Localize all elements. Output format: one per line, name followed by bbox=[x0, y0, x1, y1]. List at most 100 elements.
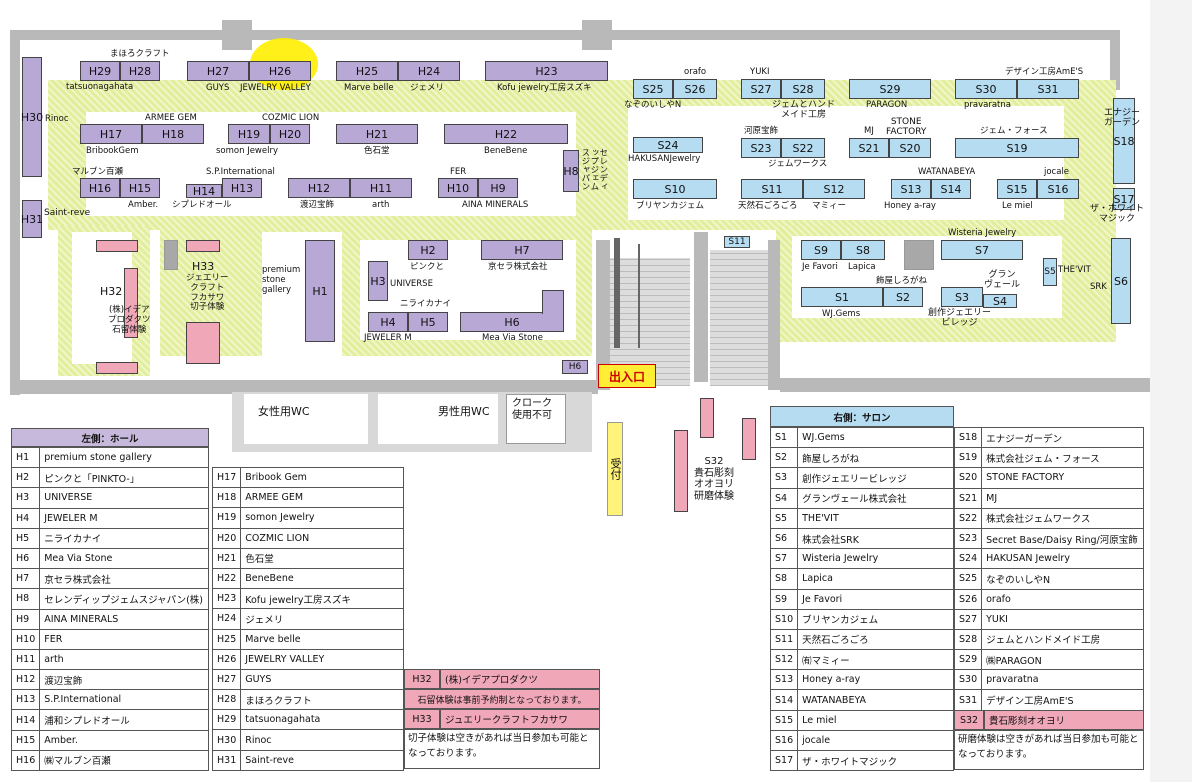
booth-S26[interactable]: S26 bbox=[673, 79, 717, 99]
booth-S32-part[interactable] bbox=[742, 418, 756, 460]
booth-H14[interactable]: H14 bbox=[186, 184, 222, 198]
booth-S11-small[interactable]: S11 bbox=[724, 236, 750, 248]
booth-H6-small[interactable]: H6 bbox=[562, 360, 588, 374]
booth-S9[interactable]: S9 bbox=[801, 240, 841, 260]
booth-H20[interactable]: H20 bbox=[270, 124, 310, 144]
booth-H17[interactable]: H17 bbox=[80, 124, 142, 144]
label-jemeri: ジェメリ bbox=[410, 83, 445, 93]
booth-H12[interactable]: H12 bbox=[288, 178, 350, 198]
booth-H33-part[interactable] bbox=[186, 322, 220, 364]
booth-S6[interactable]: S6 bbox=[1111, 238, 1131, 324]
booth-H21[interactable]: H21 bbox=[336, 124, 418, 144]
booth-S4[interactable]: S4 bbox=[983, 294, 1017, 308]
cloak-room bbox=[506, 394, 566, 444]
booth-H28[interactable]: H28 bbox=[120, 61, 160, 81]
booth-S5[interactable]: S5 bbox=[1043, 258, 1057, 286]
booth-S12[interactable]: S12 bbox=[803, 179, 865, 199]
legend-exhibitor: 株式会社SRK bbox=[797, 527, 954, 550]
booth-S7[interactable]: S7 bbox=[941, 240, 1023, 260]
label-wisteria: Wisteria Jewelry bbox=[948, 228, 1017, 238]
booth-H26[interactable]: H26 bbox=[249, 61, 311, 81]
booth-S19[interactable]: S19 bbox=[955, 138, 1079, 158]
booth-S1[interactable]: S1 bbox=[801, 287, 883, 307]
booth-S28[interactable]: S28 bbox=[781, 79, 825, 99]
booth-H33-part[interactable] bbox=[186, 240, 220, 252]
legend-exhibitor: Je Favori bbox=[797, 588, 954, 610]
booth-H19[interactable]: H19 bbox=[228, 124, 270, 144]
booth-H31[interactable]: H31 bbox=[21, 200, 43, 238]
booth-H5[interactable]: H5 bbox=[408, 312, 448, 332]
booth-S18[interactable]: S18 bbox=[1113, 98, 1135, 184]
booth-H29[interactable]: H29 bbox=[80, 61, 120, 81]
legend-s32-code: S32 bbox=[954, 710, 984, 730]
booth-H8[interactable]: H8 bbox=[563, 150, 579, 192]
legend-code: S12 bbox=[769, 649, 799, 671]
booth-S32-part[interactable] bbox=[674, 430, 688, 512]
booth-S14[interactable]: S14 bbox=[931, 179, 971, 199]
label-jewelerm: JEWELER M bbox=[364, 333, 412, 343]
booth-S29[interactable]: S29 bbox=[849, 79, 931, 99]
booth-S2[interactable]: S2 bbox=[883, 287, 923, 307]
booth-H18[interactable]: H18 bbox=[142, 124, 204, 144]
booth-H22[interactable]: H22 bbox=[444, 124, 568, 144]
label-meavia: Mea Via Stone bbox=[482, 333, 543, 343]
booth-H3[interactable]: H3 bbox=[368, 261, 388, 301]
legend-exhibitor: ザ・ホワイトマジック bbox=[797, 749, 954, 772]
booth-H30[interactable]: H30 bbox=[21, 57, 43, 177]
booth-S10[interactable]: S10 bbox=[633, 179, 717, 199]
legend-code: S25 bbox=[953, 568, 983, 590]
booth-H27[interactable]: H27 bbox=[187, 61, 249, 81]
label-honey: Honey a-ray bbox=[884, 201, 936, 211]
booth-S16[interactable]: S16 bbox=[1037, 179, 1079, 199]
legend-h33-note: 切子体験は空きがあれば当日参加も可能となっております。 bbox=[404, 729, 600, 769]
booth-H6-extension[interactable] bbox=[542, 290, 564, 314]
booth-H4[interactable]: H4 bbox=[368, 312, 408, 332]
booth-S23[interactable]: S23 bbox=[741, 138, 781, 158]
booth-S8[interactable]: S8 bbox=[841, 240, 885, 260]
booth-H24[interactable]: H24 bbox=[398, 61, 460, 81]
legend-exhibitor: premium stone gallery bbox=[39, 446, 209, 469]
label-idea: (株)イデア プロダクツ 石留体験 bbox=[108, 305, 151, 335]
booth-S20[interactable]: S20 bbox=[889, 138, 931, 158]
booth-H6[interactable]: H6 bbox=[460, 312, 564, 332]
booth-S25[interactable]: S25 bbox=[633, 79, 673, 99]
booth-H7[interactable]: H7 bbox=[481, 240, 563, 260]
booth-H13[interactable]: H13 bbox=[222, 178, 262, 198]
legend-exhibitor: Rinoc bbox=[240, 729, 404, 751]
booth-S30[interactable]: S30 bbox=[955, 79, 1017, 99]
booth-S21[interactable]: S21 bbox=[849, 138, 889, 158]
booth-S24[interactable]: S24 bbox=[633, 137, 703, 153]
booth-H23[interactable]: H23 bbox=[485, 61, 608, 81]
booth-H16[interactable]: H16 bbox=[80, 178, 120, 198]
legend-code: H19 bbox=[211, 507, 242, 529]
booth-S13[interactable]: S13 bbox=[891, 179, 931, 199]
booth-S27[interactable]: S27 bbox=[741, 79, 781, 99]
booth-H25[interactable]: H25 bbox=[336, 61, 398, 81]
booth-H9[interactable]: H9 bbox=[478, 178, 518, 198]
booth-H32-part[interactable] bbox=[96, 362, 138, 374]
booth-S17[interactable]: S17 bbox=[1113, 188, 1135, 210]
booth-S22[interactable]: S22 bbox=[781, 138, 825, 158]
booth-H2[interactable]: H2 bbox=[408, 240, 448, 260]
booth-S32-part[interactable] bbox=[700, 398, 714, 438]
booth-S31[interactable]: S31 bbox=[1017, 79, 1079, 99]
booth-H32-part[interactable] bbox=[96, 240, 138, 252]
legend-code: S23 bbox=[953, 527, 983, 550]
booth-H32-part[interactable] bbox=[124, 268, 138, 338]
booth-H11[interactable]: H11 bbox=[350, 178, 412, 198]
booth-S3[interactable]: S3 bbox=[941, 287, 983, 307]
entrance-sign[interactable]: 出入口 bbox=[598, 364, 656, 388]
reception-desk[interactable]: 受付 bbox=[607, 422, 623, 516]
booth-S15[interactable]: S15 bbox=[997, 179, 1037, 199]
booth-H1[interactable]: H1 bbox=[305, 240, 335, 342]
booth-S11[interactable]: S11 bbox=[741, 179, 803, 199]
booth-H15[interactable]: H15 bbox=[120, 178, 160, 198]
booth-H10[interactable]: H10 bbox=[438, 178, 478, 198]
legend-row: S29㈱PARAGON bbox=[953, 649, 1144, 671]
